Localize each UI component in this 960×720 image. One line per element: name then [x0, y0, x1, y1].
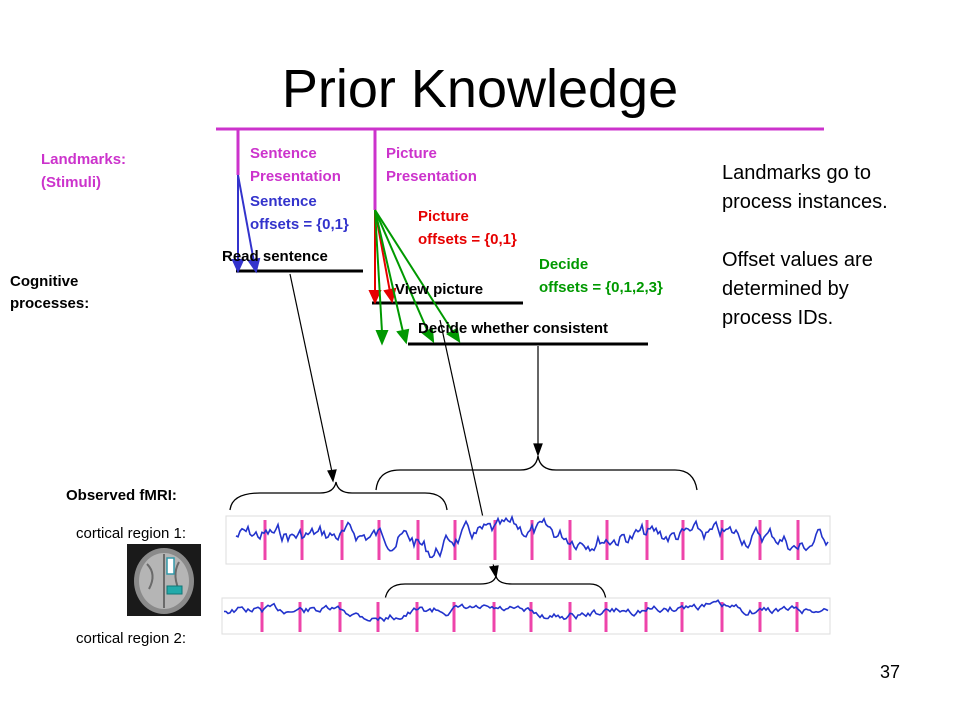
landmarks-label-line2: (Stimuli) [41, 174, 101, 191]
sentence-presentation-label: Sentence Presentation [250, 142, 341, 188]
notes-block: Landmarks go to process instances. Offse… [722, 159, 888, 333]
fmri-braces [229, 455, 698, 601]
process-read-sentence: Read sentence [222, 248, 328, 265]
note-line-5: determined by [722, 278, 849, 300]
picture-offsets-line1: Picture [418, 208, 469, 225]
decide-offsets-line2: offsets = {0,1,2,3} [539, 279, 663, 296]
note-line-4: Offset values are [722, 249, 873, 271]
sentence-offsets-line2: offsets = {0,1} [250, 216, 349, 233]
process-decide: Decide whether consistent [418, 320, 609, 337]
sentence-offset-arrows [231, 174, 261, 274]
picture-presentation-line2: Presentation [386, 168, 477, 185]
picture-presentation-label: Picture Presentation [386, 142, 477, 188]
cognitive-label-line2: processes: [10, 295, 90, 312]
sentence-offsets-line1: Sentence [250, 193, 317, 210]
picture-offsets-label: Picture offsets = {0,1} [418, 205, 517, 251]
decide-offset-arrows [374, 209, 461, 346]
page-number: 37 [880, 662, 901, 682]
landmarks-label-line1: Landmarks: [41, 151, 127, 168]
fmri-trace-region-2 [221, 597, 831, 635]
picture-offset-arrows [368, 209, 397, 305]
observed-fmri-label: Observed fMRI: [66, 487, 177, 504]
fmri-trace-region-1 [225, 514, 831, 565]
sentence-offsets-label: Sentence offsets = {0,1} [250, 190, 349, 236]
sentence-presentation-line1: Sentence [250, 145, 317, 162]
cognitive-processes-label: Cognitive processes: [10, 271, 89, 315]
region-2-label: cortical region 2: [76, 630, 187, 647]
picture-offsets-line2: offsets = {0,1} [418, 231, 517, 248]
note-line-1: Landmarks go to [722, 162, 871, 184]
landmark-timeline [216, 127, 824, 210]
note-line-6: process IDs. [722, 307, 834, 329]
note-line-3 [722, 217, 888, 246]
decide-offsets-label: Decide offsets = {0,1,2,3} [539, 253, 663, 299]
cognitive-label-line1: Cognitive [10, 273, 79, 290]
note-line-2: process instances. [722, 191, 888, 213]
process-view-picture: View picture [395, 281, 484, 298]
slide-title: Prior Knowledge [281, 59, 679, 119]
region-1-label: cortical region 1: [76, 525, 187, 542]
picture-presentation-line1: Picture [386, 145, 437, 162]
decide-offsets-line1: Decide [539, 256, 589, 273]
mri-brain-scan-image [127, 544, 201, 616]
region-marker-icon [166, 557, 175, 575]
sentence-presentation-line2: Presentation [250, 168, 341, 185]
landmarks-label: Landmarks: (Stimuli) [41, 148, 126, 194]
